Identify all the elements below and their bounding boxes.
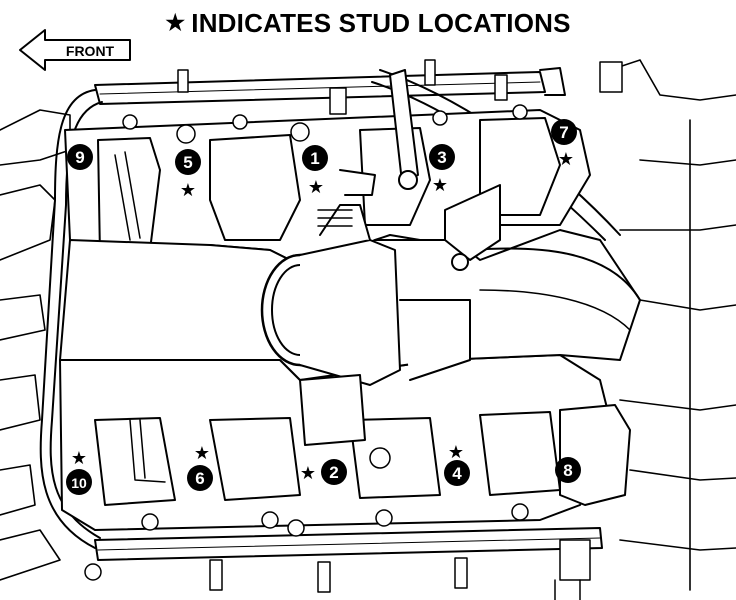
callout-number: 1 [310,149,319,168]
callout-circle [429,144,455,170]
callout-number: 4 [452,464,462,483]
callout-number: 3 [437,148,446,167]
diagram-title: ★INDICATES STUD LOCATIONS [0,8,736,39]
stud-star-icon: ★ [180,180,196,201]
callout-number: 8 [563,461,572,480]
callout-circle [321,459,347,485]
injectors-bottom [84,447,591,600]
stud-star-icon: ★ [300,463,316,484]
stud-star-icon: ★ [448,442,464,463]
front-arrow-icon: FRONT [19,29,131,71]
injectors-top [122,59,623,144]
callout-7: 7★ [551,119,577,170]
stud-star-icon: ★ [432,175,448,196]
callout-9: 9 [67,144,93,170]
callout-circle [302,145,328,171]
callout-3: 3★ [429,144,455,196]
stud-star-icon: ★ [558,149,574,170]
title-text: INDICATES STUD LOCATIONS [191,8,571,38]
callout-circle [66,469,92,495]
callout-2: 2★ [300,459,347,485]
callout-4: 4★ [444,442,470,486]
front-arrow-label: FRONT [66,43,115,59]
callout-circle [187,465,213,491]
callout-number: 2 [329,463,338,482]
callout-circle [67,144,93,170]
callout-10: 10 ★ [66,448,92,495]
star-icon: ★ [165,10,186,35]
callout-number: 10 [71,475,87,491]
callout-number: 9 [75,148,84,167]
support-bracket [389,69,501,271]
callout-circle [551,119,577,145]
callout-8: 8 [555,457,581,483]
callout-5: 5★ [175,149,201,201]
throttle-body [260,169,471,446]
callout-circle [555,457,581,483]
stud-star-icon: ★ [194,443,210,464]
callout-number: 7 [559,123,568,142]
fuel-rail-bottom [94,527,603,561]
stud-star-icon: ★ [308,177,324,198]
callout-number: 5 [183,153,192,172]
callout-circle [175,149,201,175]
callout-number: 6 [195,469,204,488]
stud-star-icon: ★ [71,448,87,469]
rear-bracket [559,404,631,506]
callout-circle [444,460,470,486]
callout-6: 6★ [187,443,213,491]
callout-1: 1★ [302,145,328,198]
